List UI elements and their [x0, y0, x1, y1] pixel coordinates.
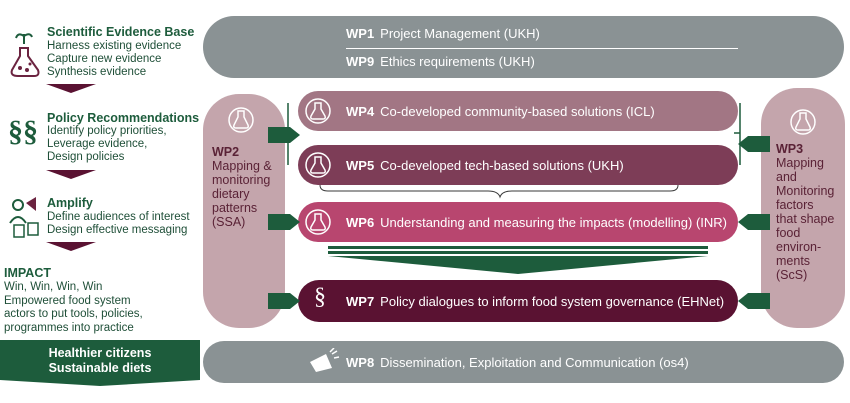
- wp4-text: WP4 Co-developed community-based solution…: [346, 104, 655, 119]
- wp2-line: (SSA): [212, 215, 246, 229]
- wp3-code: WP3: [776, 142, 804, 156]
- wp5-text: WP5 Co-developed tech-based solutions (UK…: [346, 158, 624, 173]
- wp3-line: and: [776, 170, 797, 184]
- wp7-block: [298, 280, 738, 322]
- wp2-code: WP2: [212, 145, 240, 159]
- megaphone-icon: [310, 348, 340, 372]
- policy-line: Leverage evidence,: [47, 138, 148, 150]
- arrow-left-icon: [738, 293, 770, 309]
- wp1-label: Project Management (UKH): [380, 26, 540, 41]
- outcome-line-2: Sustainable diets: [48, 361, 152, 375]
- policy-text: Identify policy priorities, Leverage evi…: [47, 125, 167, 164]
- flask-icon: [305, 98, 331, 124]
- wp4-label: Co-developed community-based solutions (…: [380, 104, 655, 119]
- wp9-label: Ethics requirements (UKH): [380, 54, 535, 69]
- wp2-line: dietary: [212, 187, 250, 201]
- wp5-label: Co-developed tech-based solutions (UKH): [380, 158, 624, 173]
- audience-megaphone-icon: [9, 197, 39, 238]
- wp7-text: WP7 Policy dialogues to inform food syste…: [346, 294, 724, 309]
- wp8-text: WP8 Dissemination, Exploitation and Commu…: [346, 355, 689, 370]
- wp2-line: Mapping &: [212, 159, 272, 173]
- wp3-text: WP3 Mapping and Monitoring factors that …: [776, 142, 834, 282]
- wp4-code: WP4: [346, 104, 375, 119]
- wp1-code: WP1: [346, 26, 375, 41]
- chevron-down-icon: [46, 242, 96, 251]
- outcome-banner: [0, 340, 200, 386]
- wp5-block: [298, 145, 738, 185]
- impact-line: Empowered food system: [4, 294, 131, 307]
- evidence-line: Harness existing evidence: [47, 40, 182, 52]
- arrow-left-icon: [738, 214, 770, 230]
- flask-icon: [228, 107, 254, 133]
- paragraph-icon: §: [314, 284, 326, 310]
- wp5-code: WP5: [346, 158, 375, 173]
- impact-text: Win, Win, Win, Win Empowered food system…: [4, 281, 143, 335]
- evidence-line: Synthesis evidence: [47, 66, 147, 78]
- impact-title: IMPACT: [4, 266, 51, 280]
- flask-icon: [305, 209, 331, 235]
- wp8-code: WP8: [346, 355, 375, 370]
- wp3-line: Mapping: [776, 156, 824, 170]
- evidence-line: Capture new evidence: [47, 53, 162, 65]
- wp6-code: WP6: [346, 215, 375, 230]
- wp6-block: [298, 202, 738, 242]
- wp3-line: that shape: [776, 212, 835, 226]
- wp7-code: WP7: [346, 294, 375, 309]
- wp2-text: WP2 Mapping & monitoring dietary pattern…: [212, 145, 272, 229]
- arrow-right-icon: [268, 293, 300, 309]
- wp8-label: Dissemination, Exploitation and Communic…: [380, 355, 689, 370]
- wp6-label: Understanding and measuring the impacts …: [380, 215, 727, 230]
- wp9-code: WP9: [346, 54, 375, 69]
- flask-icon: [305, 152, 331, 178]
- evidence-title: Scientific Evidence Base: [47, 25, 195, 39]
- impact-line: programmes into practice: [4, 321, 134, 334]
- amplify-line: Define audiences of interest: [47, 211, 190, 223]
- amplify-text: Define audiences of interest Design effe…: [47, 211, 190, 237]
- wp3-line: (ScS): [776, 268, 808, 282]
- wp7-label: Policy dialogues to inform food system g…: [380, 294, 725, 309]
- amplify-title: Amplify: [47, 196, 93, 210]
- wp3-block: [761, 88, 845, 328]
- flask-plant-icon: [10, 33, 40, 77]
- wp8-block: [203, 341, 844, 383]
- wp3-line: factors: [776, 198, 814, 212]
- policy-title: Policy Recommendations: [47, 111, 200, 125]
- outcome-text: Healthier citizens Sustainable diets: [0, 346, 200, 376]
- divider: [346, 48, 738, 49]
- wp9-text: WP9 Ethics requirements (UKH): [346, 54, 535, 69]
- evidence-text: Harness existing evidence Capture new ev…: [47, 40, 181, 79]
- flask-icon: [790, 109, 816, 135]
- chevron-down-icon: [46, 84, 96, 93]
- outcome-line-1: Healthier citizens: [48, 346, 152, 360]
- wp2-line: monitoring: [212, 173, 271, 187]
- wp3-line: food: [776, 226, 801, 240]
- wp1-wp9-block: [203, 16, 844, 78]
- impact-line: Win, Win, Win, Win: [4, 281, 103, 293]
- policy-line: Design policies: [47, 151, 125, 163]
- arrow-right-icon: [268, 127, 300, 143]
- wp1-text: WP1 Project Management (UKH): [346, 26, 540, 41]
- down-arrow-icon: [328, 246, 708, 274]
- wp3-line: environ-: [776, 240, 822, 254]
- amplify-line: Design effective messaging: [47, 224, 188, 236]
- wp2-line: patterns: [212, 201, 258, 215]
- wp3-line: Monitoring: [776, 184, 835, 198]
- arrow-left-icon: [738, 136, 770, 152]
- impact-line: actors to put tools, policies,: [4, 308, 143, 320]
- policy-line: Identify policy priorities,: [47, 125, 167, 137]
- arrow-right-icon: [268, 214, 300, 230]
- wp6-text: WP6 Understanding and measuring the impac…: [346, 215, 727, 230]
- wp4-block: [298, 91, 738, 131]
- chevron-down-icon: [46, 170, 96, 179]
- paragraph-icon: §§: [8, 115, 38, 148]
- wp3-line: ments: [776, 254, 811, 268]
